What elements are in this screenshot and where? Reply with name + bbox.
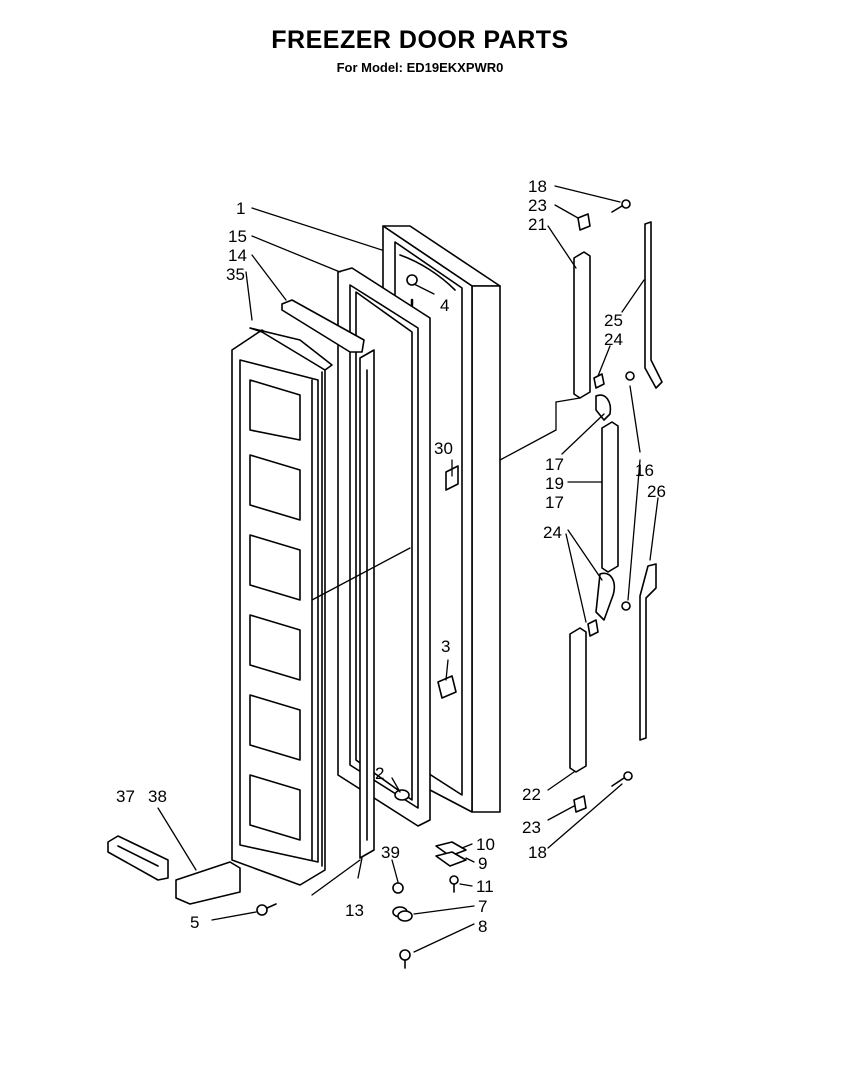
callout-11: 11 xyxy=(476,877,494,896)
callout-7: 7 xyxy=(478,897,487,916)
callout-5: 5 xyxy=(190,913,199,932)
callout-22: 22 xyxy=(522,785,541,804)
screws-and-clips xyxy=(573,199,635,813)
callout-21: 21 xyxy=(528,215,547,234)
callout-17b: 17 xyxy=(545,493,564,512)
callout-26: 26 xyxy=(647,482,666,501)
screw-5 xyxy=(256,903,277,916)
diagram-title: FREEZER DOOR PARTS xyxy=(271,26,569,54)
callout-30: 30 xyxy=(434,439,453,458)
callout-23b: 23 xyxy=(522,818,541,837)
callout-15: 15 xyxy=(228,227,247,246)
lower-trim-strip-26 xyxy=(639,563,657,741)
handle-center-rail xyxy=(601,421,619,573)
callout-38: 38 xyxy=(148,787,167,806)
callout-9: 9 xyxy=(478,854,487,873)
callout-14: 14 xyxy=(228,246,247,265)
callout-17: 17 xyxy=(545,455,564,474)
lower-handle-rail xyxy=(569,627,587,773)
callout-18: 18 xyxy=(528,177,547,196)
top-trim-strip xyxy=(281,299,365,353)
callout-24b: 24 xyxy=(543,523,562,542)
callout-18b: 18 xyxy=(528,843,547,862)
callout-37: 37 xyxy=(116,787,135,806)
callout-16: 16 xyxy=(635,461,654,480)
vertical-trim-strip xyxy=(359,349,375,859)
model-subtitle: For Model: ED19EKXPWR0 xyxy=(336,60,504,75)
callout-10: 10 xyxy=(476,835,495,854)
door-liner xyxy=(231,327,333,886)
leader-lines xyxy=(157,185,659,953)
callout-35: 35 xyxy=(226,265,245,284)
callout-2: 2 xyxy=(375,764,384,783)
callout-labels: 1 15 14 35 4 30 3 2 37 38 5 13 39 10 9 1… xyxy=(116,177,666,936)
lower-hinge-cover xyxy=(175,861,241,905)
callout-13: 13 xyxy=(345,901,364,920)
upper-handle-rail xyxy=(573,251,591,399)
callout-25: 25 xyxy=(604,311,623,330)
callout-23: 23 xyxy=(528,196,547,215)
callout-8: 8 xyxy=(478,917,487,936)
callout-39: 39 xyxy=(381,843,400,862)
callout-4: 4 xyxy=(440,296,449,315)
hinge-hardware xyxy=(392,789,467,969)
callout-3: 3 xyxy=(441,637,450,656)
upper-trim-strip-25 xyxy=(644,221,663,389)
callout-1: 1 xyxy=(236,199,245,218)
callout-24: 24 xyxy=(604,330,623,349)
callout-19: 19 xyxy=(545,474,564,493)
bottom-trim-piece xyxy=(107,835,169,881)
handle-end-caps xyxy=(595,394,616,621)
